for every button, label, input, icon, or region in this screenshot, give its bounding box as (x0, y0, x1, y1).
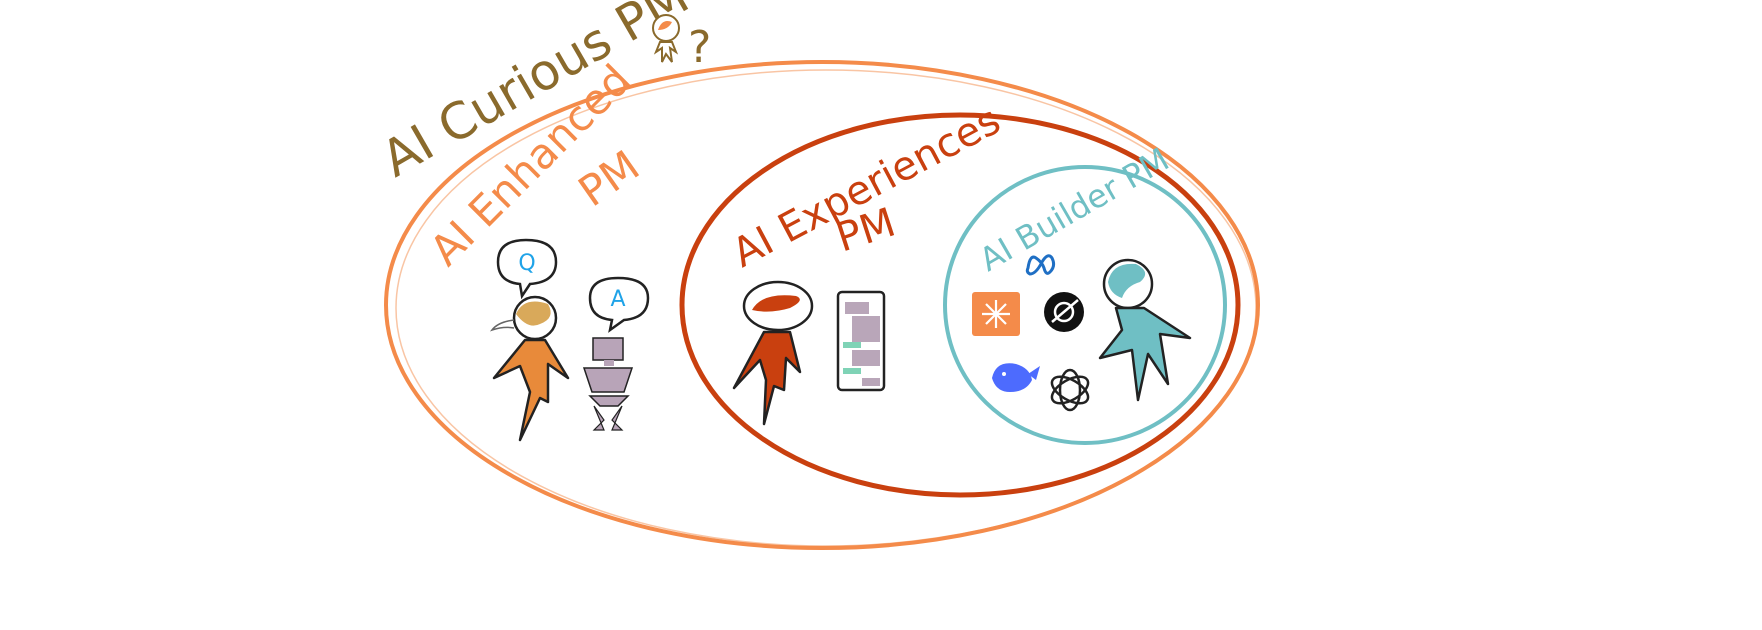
builder-pm-circle (943, 165, 1227, 445)
openai-icon (1050, 368, 1090, 412)
svg-text:A: A (610, 287, 625, 312)
grok-icon (1044, 292, 1084, 332)
builder-pm-person (1098, 258, 1192, 402)
experiences-pm-person (732, 280, 814, 426)
curious-question-mark: ? (688, 22, 711, 73)
deepseek-icon (992, 363, 1040, 392)
question-bubble: Q (496, 238, 558, 300)
robot-figure (582, 337, 634, 431)
enhanced-pm-circle-stroke2 (395, 69, 1257, 547)
enhanced-pm-circle (384, 60, 1260, 550)
phone-icon (836, 290, 886, 392)
curious-pm-figure (652, 14, 680, 63)
builder-pm-label: AI Builder PM (973, 140, 1175, 279)
enhanced-pm-person (489, 295, 570, 442)
answer-bubble: A (588, 276, 650, 333)
svg-text:Q: Q (518, 251, 535, 276)
meta-icon (1025, 254, 1056, 276)
claude-icon (972, 292, 1020, 336)
enhanced-pm-label-line2: PM (570, 141, 649, 216)
experiences-pm-circle (679, 112, 1241, 498)
